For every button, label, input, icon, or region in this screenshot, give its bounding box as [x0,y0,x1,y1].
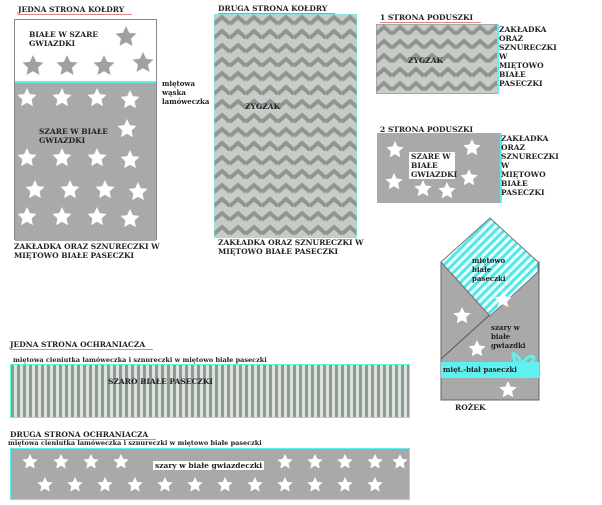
star-icon [499,381,517,398]
star-icon [52,207,72,226]
star-icon [494,291,512,308]
star-icon [113,454,129,469]
star-icon [337,477,353,492]
bumper-side1-subtitle: miętowa cieniutka lamóweczka i sznureczk… [13,356,267,364]
pillow-side2-label: SZARE W BIAŁE GWIAZDKI [409,152,458,179]
duvet-top-label: BIAŁE W SZARE GWIAZDKI [29,30,99,48]
star-icon [120,90,140,109]
rozek-title: ROŻEK [455,403,486,412]
star-icon [307,477,323,492]
star-icon [53,454,69,469]
star-icon [277,477,293,492]
star-icon [115,26,137,46]
star-icon [22,454,38,469]
pillow-side1-note: ZAKŁADKA ORAZ SZNURECZKI W MIĘTOWO BIAŁE… [499,25,557,88]
star-icon [25,180,45,199]
bumper-side2-title: DRUGA STRONA OCHRANIACZA [10,430,157,440]
star-icon [56,55,78,75]
star-icon [60,180,80,199]
star-icon [127,477,143,492]
star-icon [307,454,323,469]
star-icon [453,307,471,324]
star-icon [87,207,107,226]
star-icon [97,477,113,492]
star-icon [95,180,115,199]
duvet-main-label: SZARE W BIAŁE GWIAZDKI [39,127,109,145]
star-icon [385,173,403,190]
star-icon [463,139,481,156]
star-icon [87,88,107,107]
duvet-side1-caption: ZAKŁADKA ORAZ SZNURECZKI W MIĘTOWO BIAŁE… [14,242,160,260]
zigzag-duvet-panel [214,14,357,238]
star-icon [17,207,37,226]
rozek-flap-label: miętowo białe paseczki [472,256,506,283]
rozek-body-label: szary w białe gwiazdki [491,323,526,350]
star-icon [52,148,72,167]
star-icon [460,169,478,186]
star-bumper-panel [10,448,410,500]
star-icon [52,88,72,107]
star-icon [386,141,404,158]
duvet-side2-label: ZYGZAK [245,102,281,111]
bumper-side1-label: SZARO BIAŁE PASECZKI [108,377,213,386]
star-icon [17,148,37,167]
star-icon [217,477,233,492]
star-icon [83,454,99,469]
star-icon [367,477,383,492]
star-icon [93,55,115,75]
star-icon [277,454,293,469]
star-icon [157,477,173,492]
star-icon [120,209,140,228]
star-icon [367,454,383,469]
star-icon [117,119,137,138]
zigzag-pillow-panel [376,24,499,94]
star-icon [247,477,263,492]
duvet-side1-title: JEDNA STRONA KOŁDRY [18,5,133,15]
bumper-side2-subtitle: miętowa cieniutka lamóweczka i sznureczk… [8,439,262,447]
bumper-side2-label: szary w białe gwiazdeczki [153,461,265,470]
star-icon [187,477,203,492]
star-icon [414,180,432,197]
star-icon [132,52,154,72]
star-icon [17,88,37,107]
pillow-side2-note: ZAKŁADKA ORAZ SZNURECZKI W MIĘTOWO BIAŁE… [501,134,559,197]
pillow-side1-title: 1 STRONA PODUSZKI [380,13,482,23]
trim-note: miętowa wąska lamóweczka [162,79,210,106]
star-icon [337,454,353,469]
duvet-side2-caption: ZAKŁADKA ORAZ SZNURECZKI W MIĘTOWO BIAŁE… [218,238,364,256]
star-icon [128,182,148,201]
star-icon [87,148,107,167]
star-icon [468,340,486,357]
star-icon [37,477,53,492]
star-icon [120,150,140,169]
rozek-drawing [440,217,540,401]
star-icon [67,477,83,492]
pillow-side1-label: ZYGZAK [408,56,444,65]
star-icon [438,182,456,199]
striped-bumper-panel [10,364,410,418]
star-icon [392,454,408,469]
star-icon [22,55,44,75]
bumper-side1-title: JEDNA STRONA OCHRANIACZA [10,340,154,350]
rozek-band-label: mięt.-biał paseczki [443,365,517,374]
